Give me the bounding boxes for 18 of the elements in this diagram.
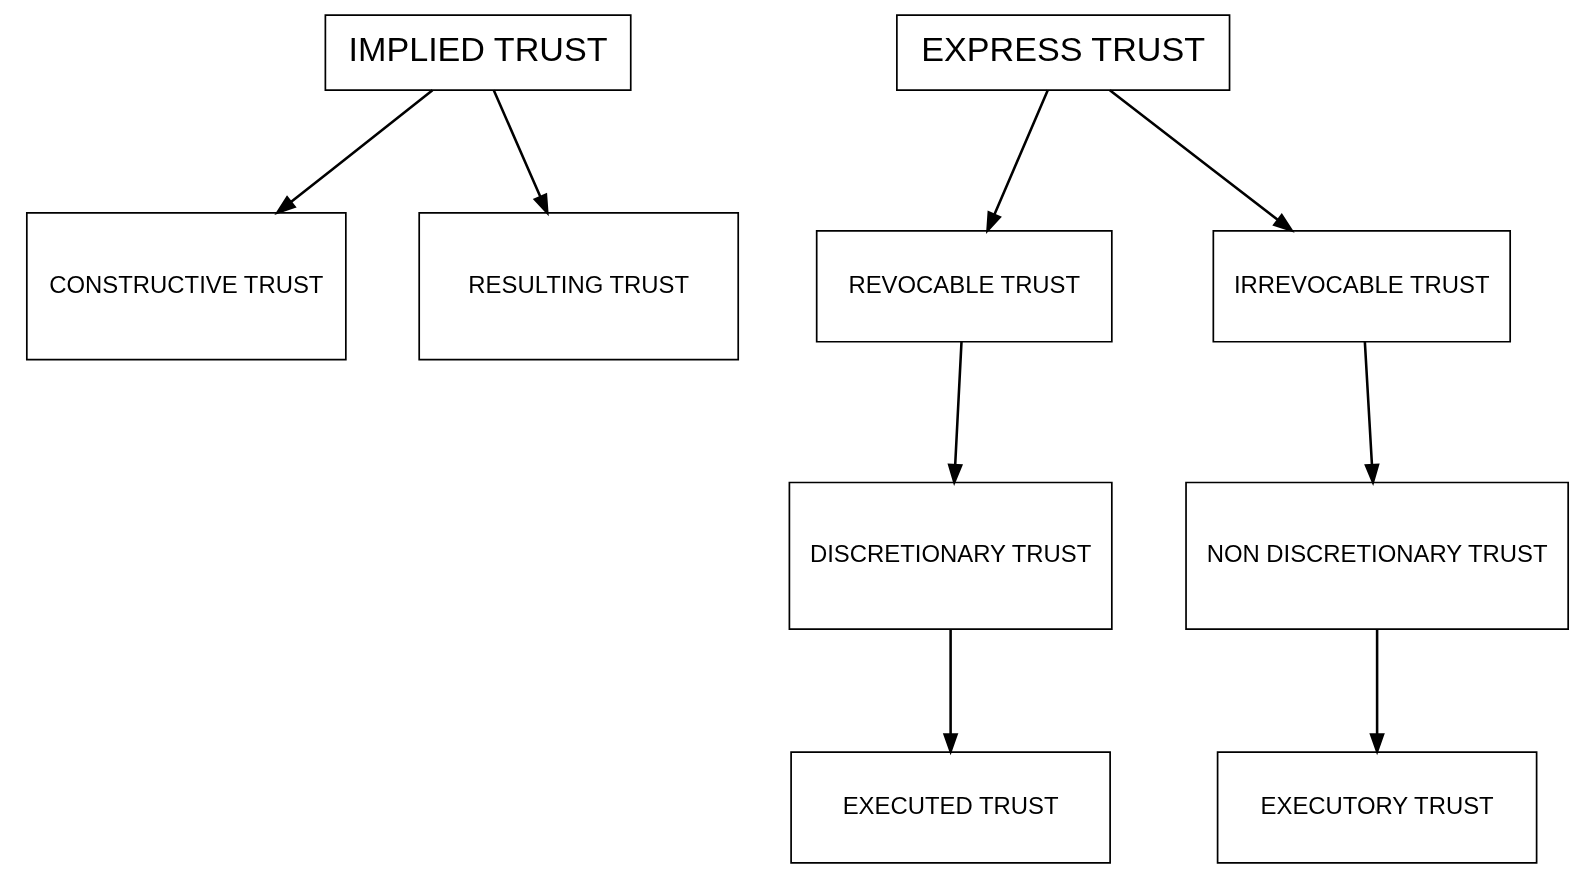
node-box: DISCRETIONARY TRUST: [788, 481, 1113, 631]
node-box: EXPRESS TRUST: [895, 14, 1230, 91]
node-box: EXECUTED TRUST: [789, 751, 1111, 864]
node-box: RESULTING TRUST: [417, 212, 739, 361]
arrow: [1108, 89, 1295, 233]
arrow: [942, 629, 958, 756]
node-box: CONSTRUCTIVE TRUST: [25, 212, 347, 361]
arrow: [1363, 341, 1380, 487]
node-box: REVOCABLE TRUST: [815, 230, 1113, 343]
node-box: NON DISCRETIONARY TRUST: [1184, 481, 1569, 631]
arrow: [985, 89, 1049, 234]
node-box: EXECUTORY TRUST: [1216, 751, 1537, 864]
arrow: [273, 89, 433, 216]
arrow: [492, 89, 549, 217]
node-box: IRREVOCABLE TRUST: [1211, 230, 1511, 343]
node-box: IMPLIED TRUST: [324, 14, 632, 91]
arrow: [946, 341, 963, 487]
arrow: [1368, 629, 1385, 756]
